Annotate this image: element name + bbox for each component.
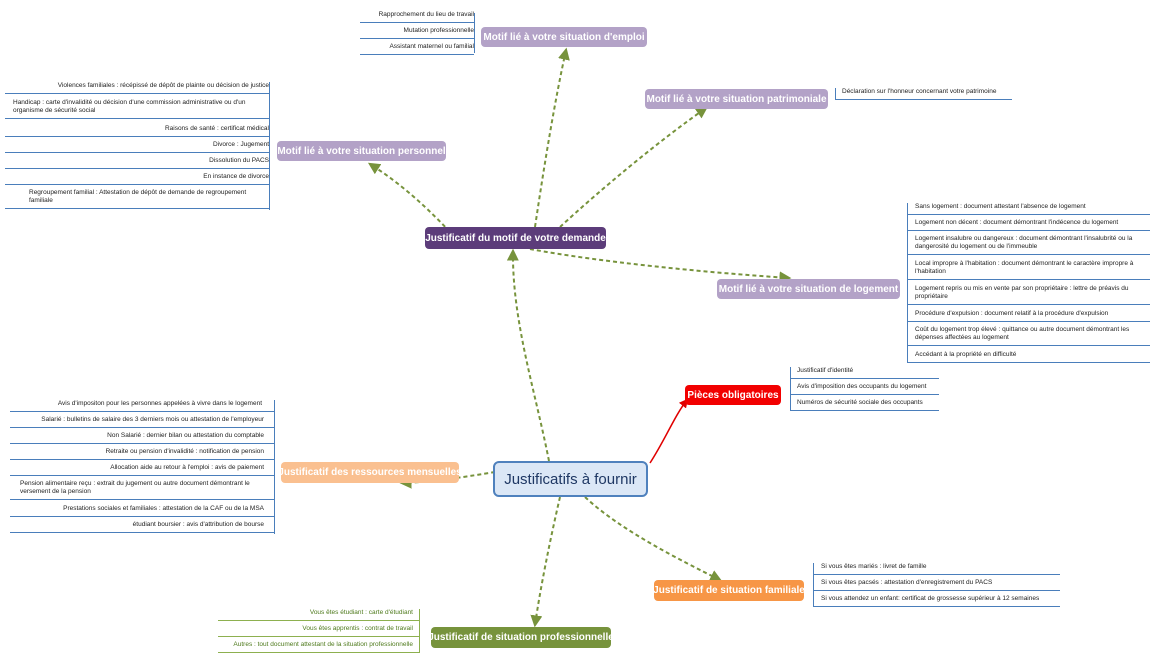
patrimoniale-item: Déclaration sur l'honneur concernant vot… [836, 88, 1012, 100]
link-root-motif [506, 248, 550, 462]
link-motif-emploi [534, 47, 570, 228]
familiale-item: Si vous êtes pacsés : attestation d'enre… [814, 579, 1060, 591]
ressources-item: Non Salarié : dernier bilan ou attestati… [10, 432, 274, 444]
pieces-item: Avis d'imposition des occupants du logem… [791, 383, 939, 395]
logement-item: Logement insalubre ou dangereux : docume… [908, 235, 1150, 255]
link-root-professionnelle [530, 496, 561, 628]
link-motif-personnel [367, 162, 451, 233]
ressources-item: Salarié : bulletins de salaire des 3 der… [10, 416, 274, 428]
familiale-item: Si vous attendez un enfant: certificat d… [814, 595, 1060, 607]
emploi-node[interactable]: Motif lié à votre situation d'emploi [481, 27, 647, 47]
logement-node[interactable]: Motif lié à votre situation de logement [717, 279, 900, 299]
personnel-item: Regroupement familial : Attestation de d… [5, 189, 269, 209]
professionnelle-item: Autres : tout document attestant de la s… [218, 641, 419, 653]
ressources-item: Pension alimentaire reçu : extrait du ju… [10, 480, 274, 500]
logement-item: Local impropre à l'habitation : document… [908, 260, 1150, 280]
personnel-item: En instance de divorce [5, 173, 269, 185]
ressources-item: Allocation aide au retour à l'emploi : a… [10, 464, 274, 476]
patrimoniale-node[interactable]: Motif lié à votre situation patrimoniale [645, 89, 828, 109]
personnel-bracket [269, 82, 270, 210]
personnel-item: Raisons de santé : certificat médical [5, 125, 269, 137]
emploi-item: Rapprochement du lieu de travail [360, 11, 474, 23]
professionnelle-node[interactable]: Justificatif de situation professionnell… [428, 627, 614, 648]
personnel-node[interactable]: Motif lié à votre situation personnel [277, 141, 446, 161]
professionnelle-bracket [419, 609, 420, 653]
personnel-item: Handicap : carte d'invalidité ou décisio… [5, 99, 269, 119]
logement-item: Accédant à la propriété en difficulté [908, 351, 1150, 363]
logement-item: Procédure d'expulsion : document relatif… [908, 310, 1150, 322]
logement-item: Logement non décent : document démontran… [908, 219, 1150, 231]
logement-item: Sans logement : document attestant l'abs… [908, 203, 1150, 215]
familiale-bracket [813, 563, 814, 607]
ressources-item: Prestations sociales et familiales : att… [10, 505, 274, 517]
personnel-item: Divorce : Jugement [5, 141, 269, 153]
ressources-item: Avis d'impositon pour les personnes appe… [10, 400, 274, 412]
ressources-item: étudiant boursier : avis d'attribution d… [10, 521, 274, 533]
emploi-bracket [474, 13, 475, 53]
ressources-item: Retraite ou pension d'invalidité : notif… [10, 448, 274, 460]
professionnelle-item: Vous êtes apprentis : contrat de travail [218, 625, 419, 637]
emploi-item: Mutation professionnelle [360, 27, 474, 39]
familiale-node[interactable]: Justificatif de situation familiale [653, 580, 805, 601]
link-root-familiale [584, 496, 723, 582]
pieces-bracket [790, 367, 791, 411]
ressources-bracket [274, 400, 275, 534]
pieces-item: Numéros de sécurité sociale des occupant… [791, 399, 939, 411]
root-node[interactable]: Justificatifs à fournir [493, 461, 648, 497]
motif-node[interactable]: Justificatif du motif de votre demande [425, 227, 606, 249]
personnel-item: Violences familiales : récépissé de dépô… [5, 82, 269, 94]
professionnelle-item: Vous êtes étudiant : carte d'étudiant [218, 609, 419, 621]
emploi-item: Assistant maternel ou familial [360, 43, 474, 55]
personnel-item: Dissolution du PACS [5, 157, 269, 169]
patrimoniale-bracket [835, 88, 836, 100]
pieces-node[interactable]: Pièces obligatoires [685, 385, 781, 405]
pieces-item: Justificatif d'identité [791, 367, 939, 379]
link-motif-patrimoniale [559, 106, 708, 228]
link-motif-logement [529, 248, 792, 284]
familiale-item: Si vous êtes mariés : livret de famille [814, 563, 1060, 575]
ressources-node[interactable]: Justificatif des ressources mensuelles [278, 462, 462, 483]
logement-item: Coût du logement trop élevé : quittance … [908, 326, 1150, 346]
logement-item: Logement repris ou mis en vente par son … [908, 285, 1150, 305]
logement-bracket [907, 203, 908, 363]
link-root-pieces [649, 398, 689, 464]
